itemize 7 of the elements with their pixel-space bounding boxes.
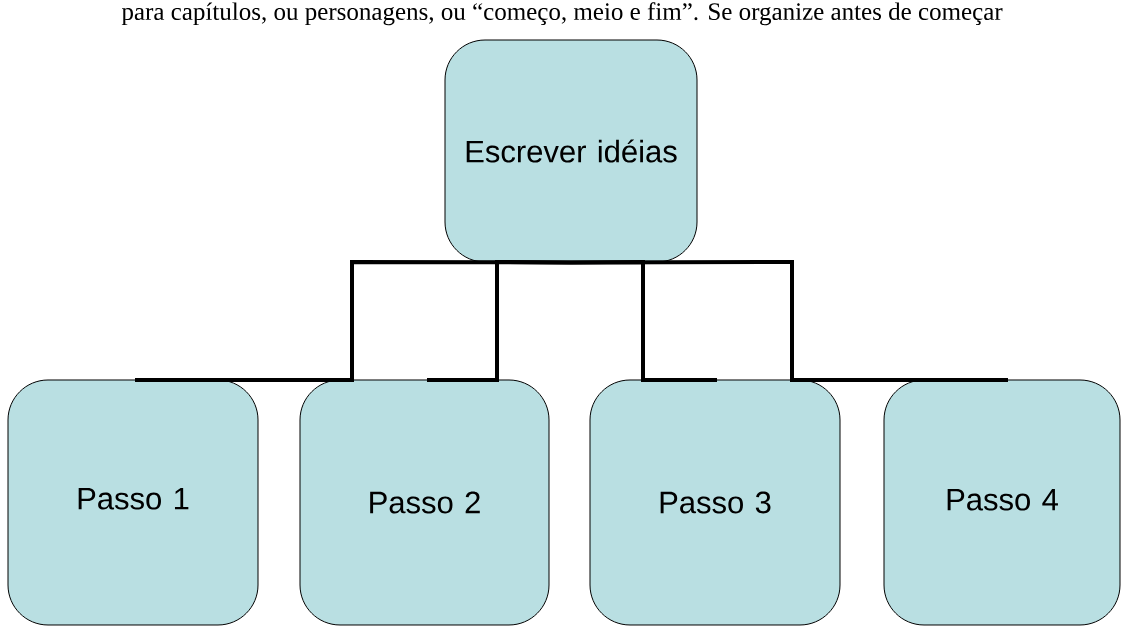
rounded-box: Passo 3 [589,379,841,626]
rounded-box: Passo 2 [299,379,550,626]
connector-line [427,260,572,382]
rounded-box: Passo 4 [883,379,1121,626]
rounded-box: Passo 1 [7,379,259,626]
rounded-box: Escrever idéias [444,39,698,263]
connector-line [571,260,1008,382]
